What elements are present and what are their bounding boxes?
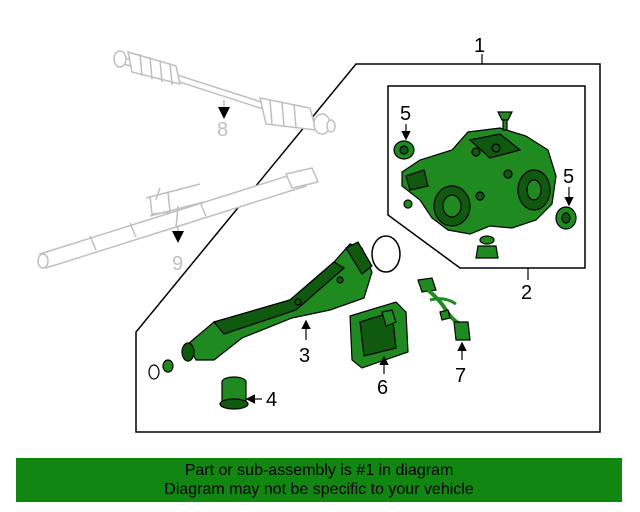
- seal-left[interactable]: [393, 140, 415, 160]
- control-module[interactable]: [349, 301, 409, 369]
- seal-right[interactable]: [555, 206, 577, 230]
- callout-8: 8: [217, 119, 228, 141]
- carrier-housing[interactable]: [181, 241, 373, 362]
- differential-boundary: [387, 85, 586, 269]
- callout-1: 1: [474, 35, 485, 57]
- info-banner: Part or sub-assembly is #1 in diagram Di…: [16, 458, 622, 502]
- differential-assembly[interactable]: [401, 111, 557, 259]
- o-ring[interactable]: [371, 235, 401, 273]
- callout-2: 2: [521, 282, 532, 304]
- callout-9: 9: [172, 253, 183, 275]
- callout-6: 6: [377, 377, 388, 399]
- small-seal-outer[interactable]: [148, 364, 160, 380]
- drive-shaft-ghost[interactable]: [37, 167, 320, 269]
- mount-bushing[interactable]: [219, 376, 249, 410]
- callout-3: 3: [299, 345, 310, 367]
- callout-4: 4: [266, 389, 277, 411]
- callout-7: 7: [455, 365, 466, 387]
- parts-diagram: 1 2 3 4 5 5 6 7 8 9: [37, 35, 601, 433]
- callout-5-right: 5: [563, 166, 574, 188]
- small-seal-inner[interactable]: [162, 359, 174, 373]
- assembly-boundary: [135, 63, 601, 433]
- axle-shaft-ghost[interactable]: [113, 50, 336, 135]
- banner-line-1: Part or sub-assembly is #1 in diagram: [184, 462, 454, 479]
- wiring-harness[interactable]: [417, 277, 471, 341]
- banner-line-2: Diagram may not be specific to your vehi…: [164, 481, 474, 498]
- callout-5-left: 5: [400, 103, 411, 125]
